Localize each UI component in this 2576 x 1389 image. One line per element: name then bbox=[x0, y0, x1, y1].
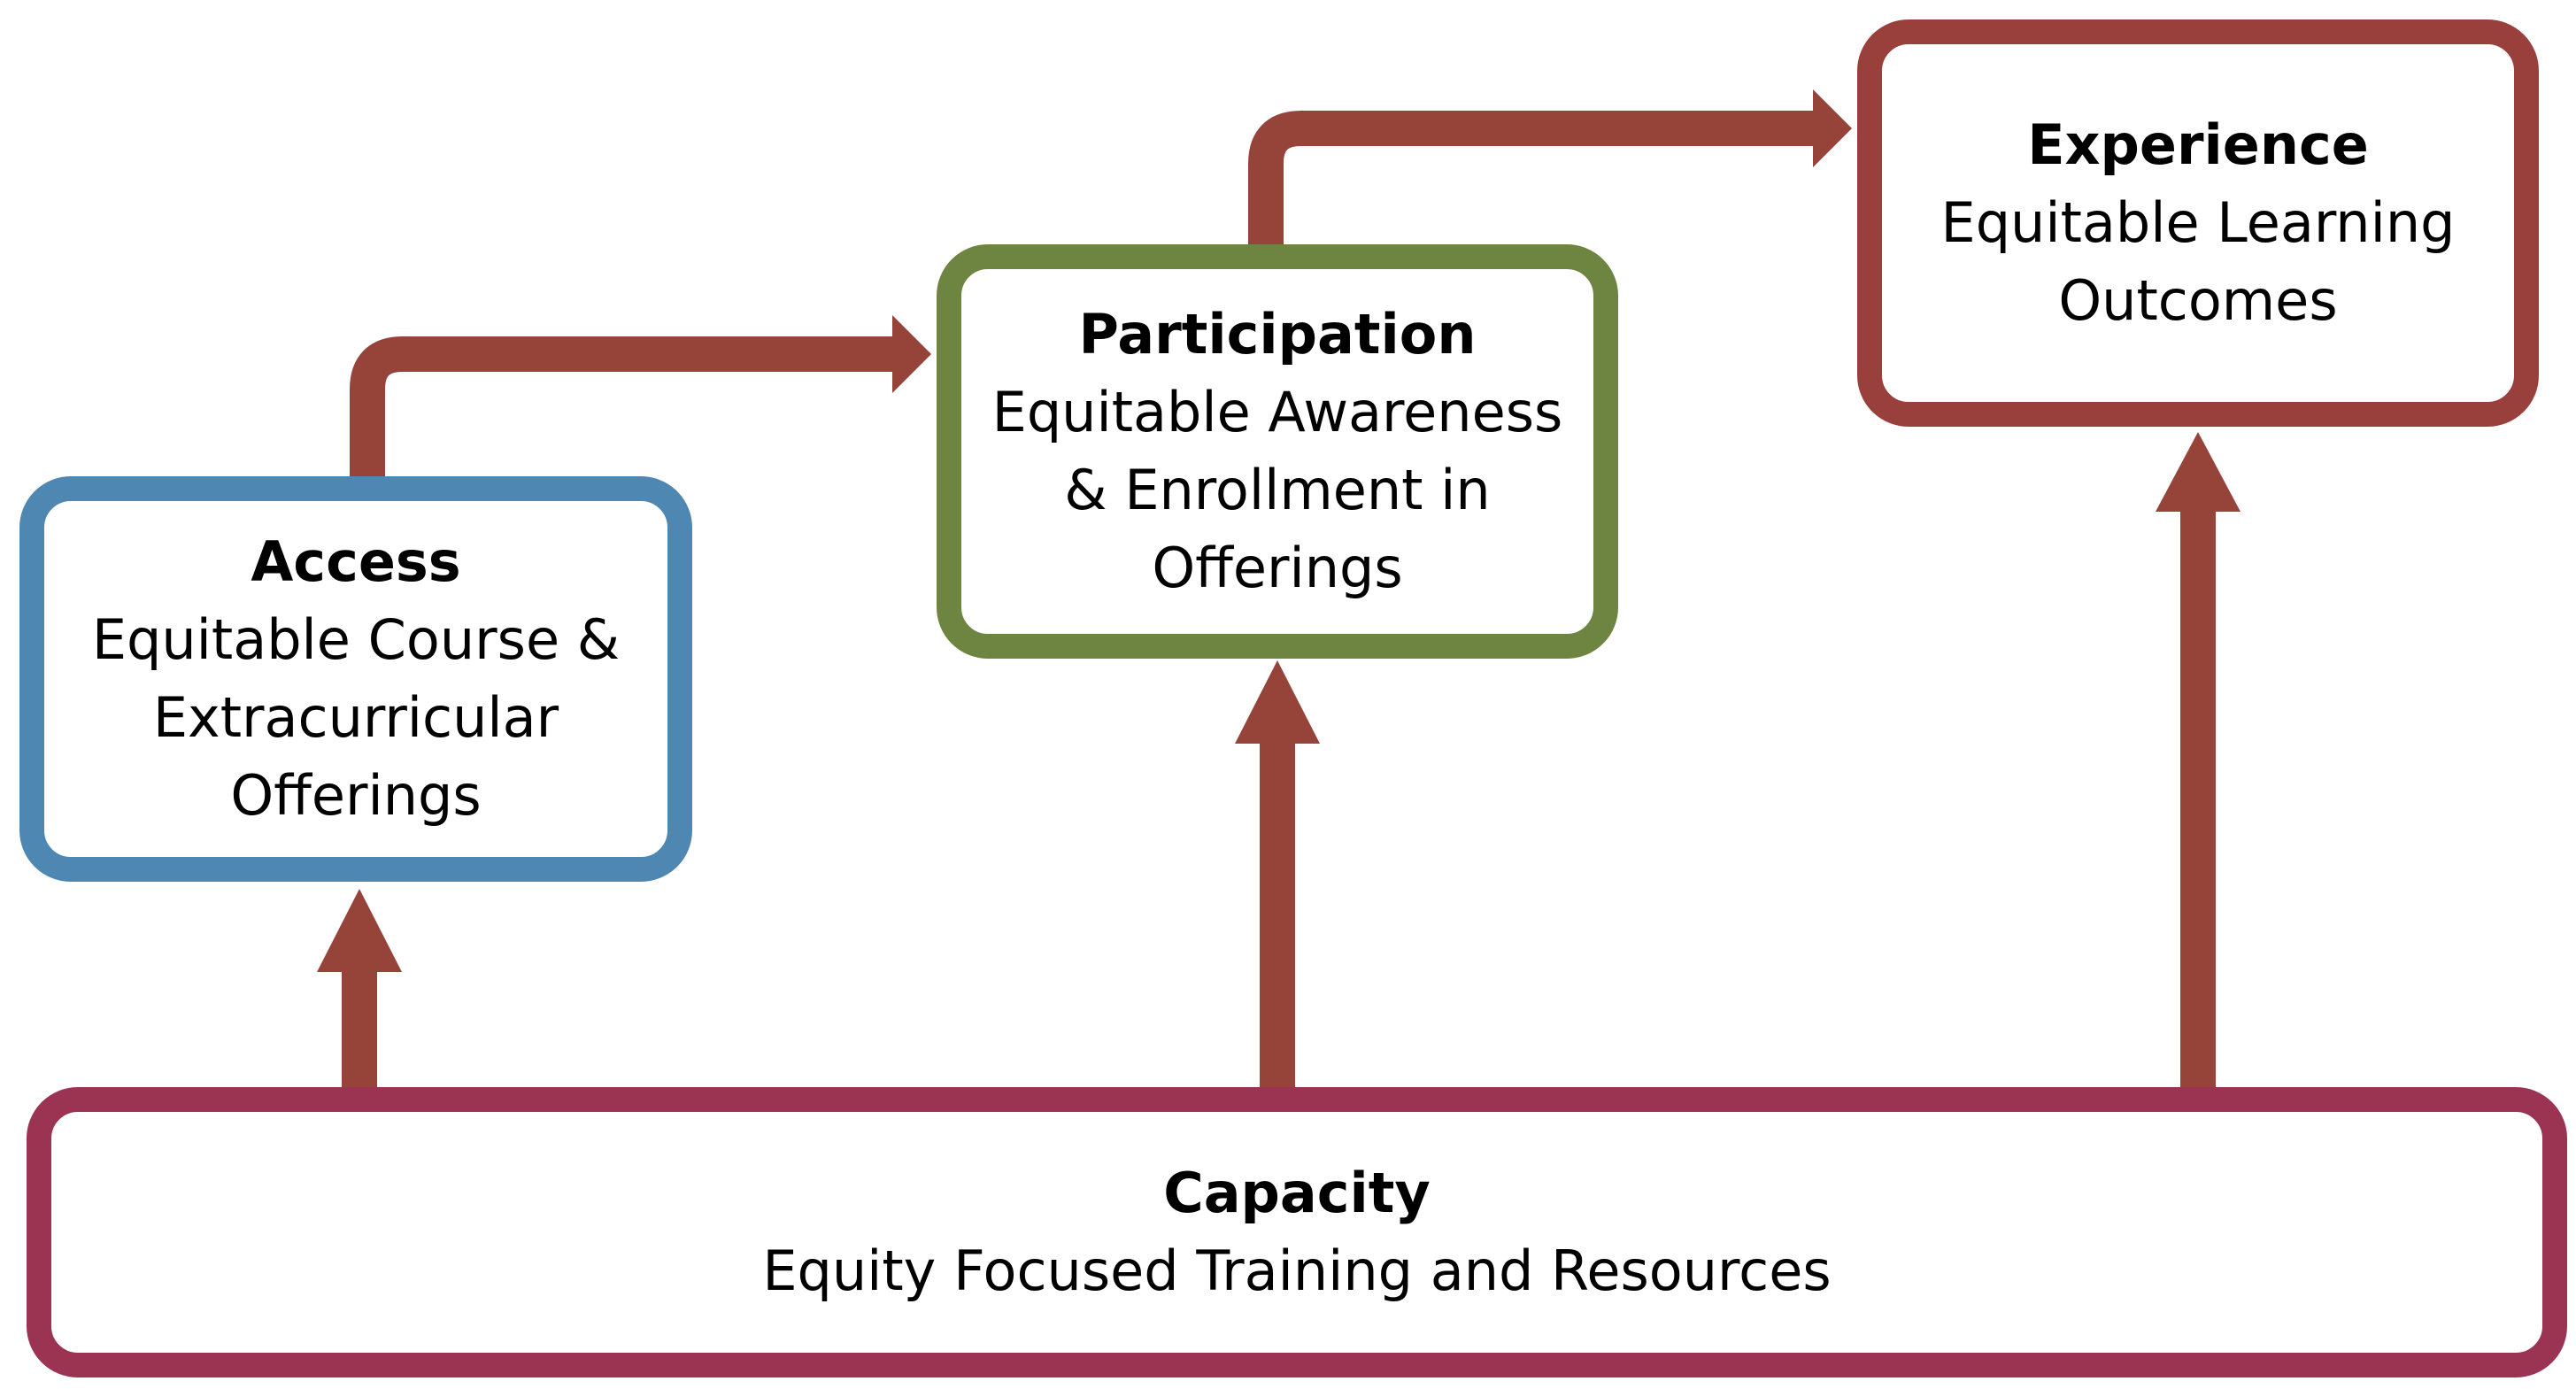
experience-desc-line-1: Equitable Learning bbox=[1940, 190, 2456, 255]
participation-desc-line-1: Equitable Awareness bbox=[991, 380, 1563, 444]
capacity-box: Capacity Equity Focused Training and Res… bbox=[27, 1087, 2567, 1377]
arrowhead-participation-to-experience bbox=[1813, 89, 1852, 167]
participation-desc-line-3: Offerings bbox=[1152, 536, 1403, 600]
experience-title: Experience bbox=[2027, 112, 2369, 177]
elbow-arrow-participation-to-experience bbox=[1248, 111, 1816, 246]
arrow-shaft-capacity-to-access bbox=[342, 965, 377, 1091]
participation-title: Participation bbox=[1078, 302, 1477, 367]
capacity-title: Capacity bbox=[1163, 1161, 1431, 1225]
access-box: Access Equitable Course & Extracurricula… bbox=[19, 476, 692, 882]
arrow-shaft-capacity-to-participation bbox=[1260, 737, 1295, 1091]
capacity-desc-line-1: Equity Focused Training and Resources bbox=[762, 1239, 1832, 1303]
access-title: Access bbox=[251, 529, 461, 594]
access-desc-line-1: Equitable Course & bbox=[91, 607, 621, 672]
elbow-arrow-access-to-participation bbox=[350, 336, 896, 478]
arrow-shaft-capacity-to-experience bbox=[2180, 505, 2216, 1091]
access-desc-line-2: Extracurricular bbox=[152, 685, 559, 750]
participation-desc-line-2: & Enrollment in bbox=[1064, 458, 1491, 522]
arrowhead-capacity-to-access bbox=[317, 889, 402, 972]
participation-box: Participation Equitable Awareness & Enro… bbox=[937, 244, 1618, 659]
experience-box: Experience Equitable Learning Outcomes bbox=[1857, 19, 2539, 427]
arrowhead-access-to-participation bbox=[892, 315, 931, 393]
access-desc-line-3: Offerings bbox=[230, 763, 482, 828]
experience-desc-line-2: Outcomes bbox=[2058, 268, 2338, 333]
arrowhead-capacity-to-participation bbox=[1235, 660, 1320, 744]
arrowhead-capacity-to-experience bbox=[2156, 432, 2241, 512]
